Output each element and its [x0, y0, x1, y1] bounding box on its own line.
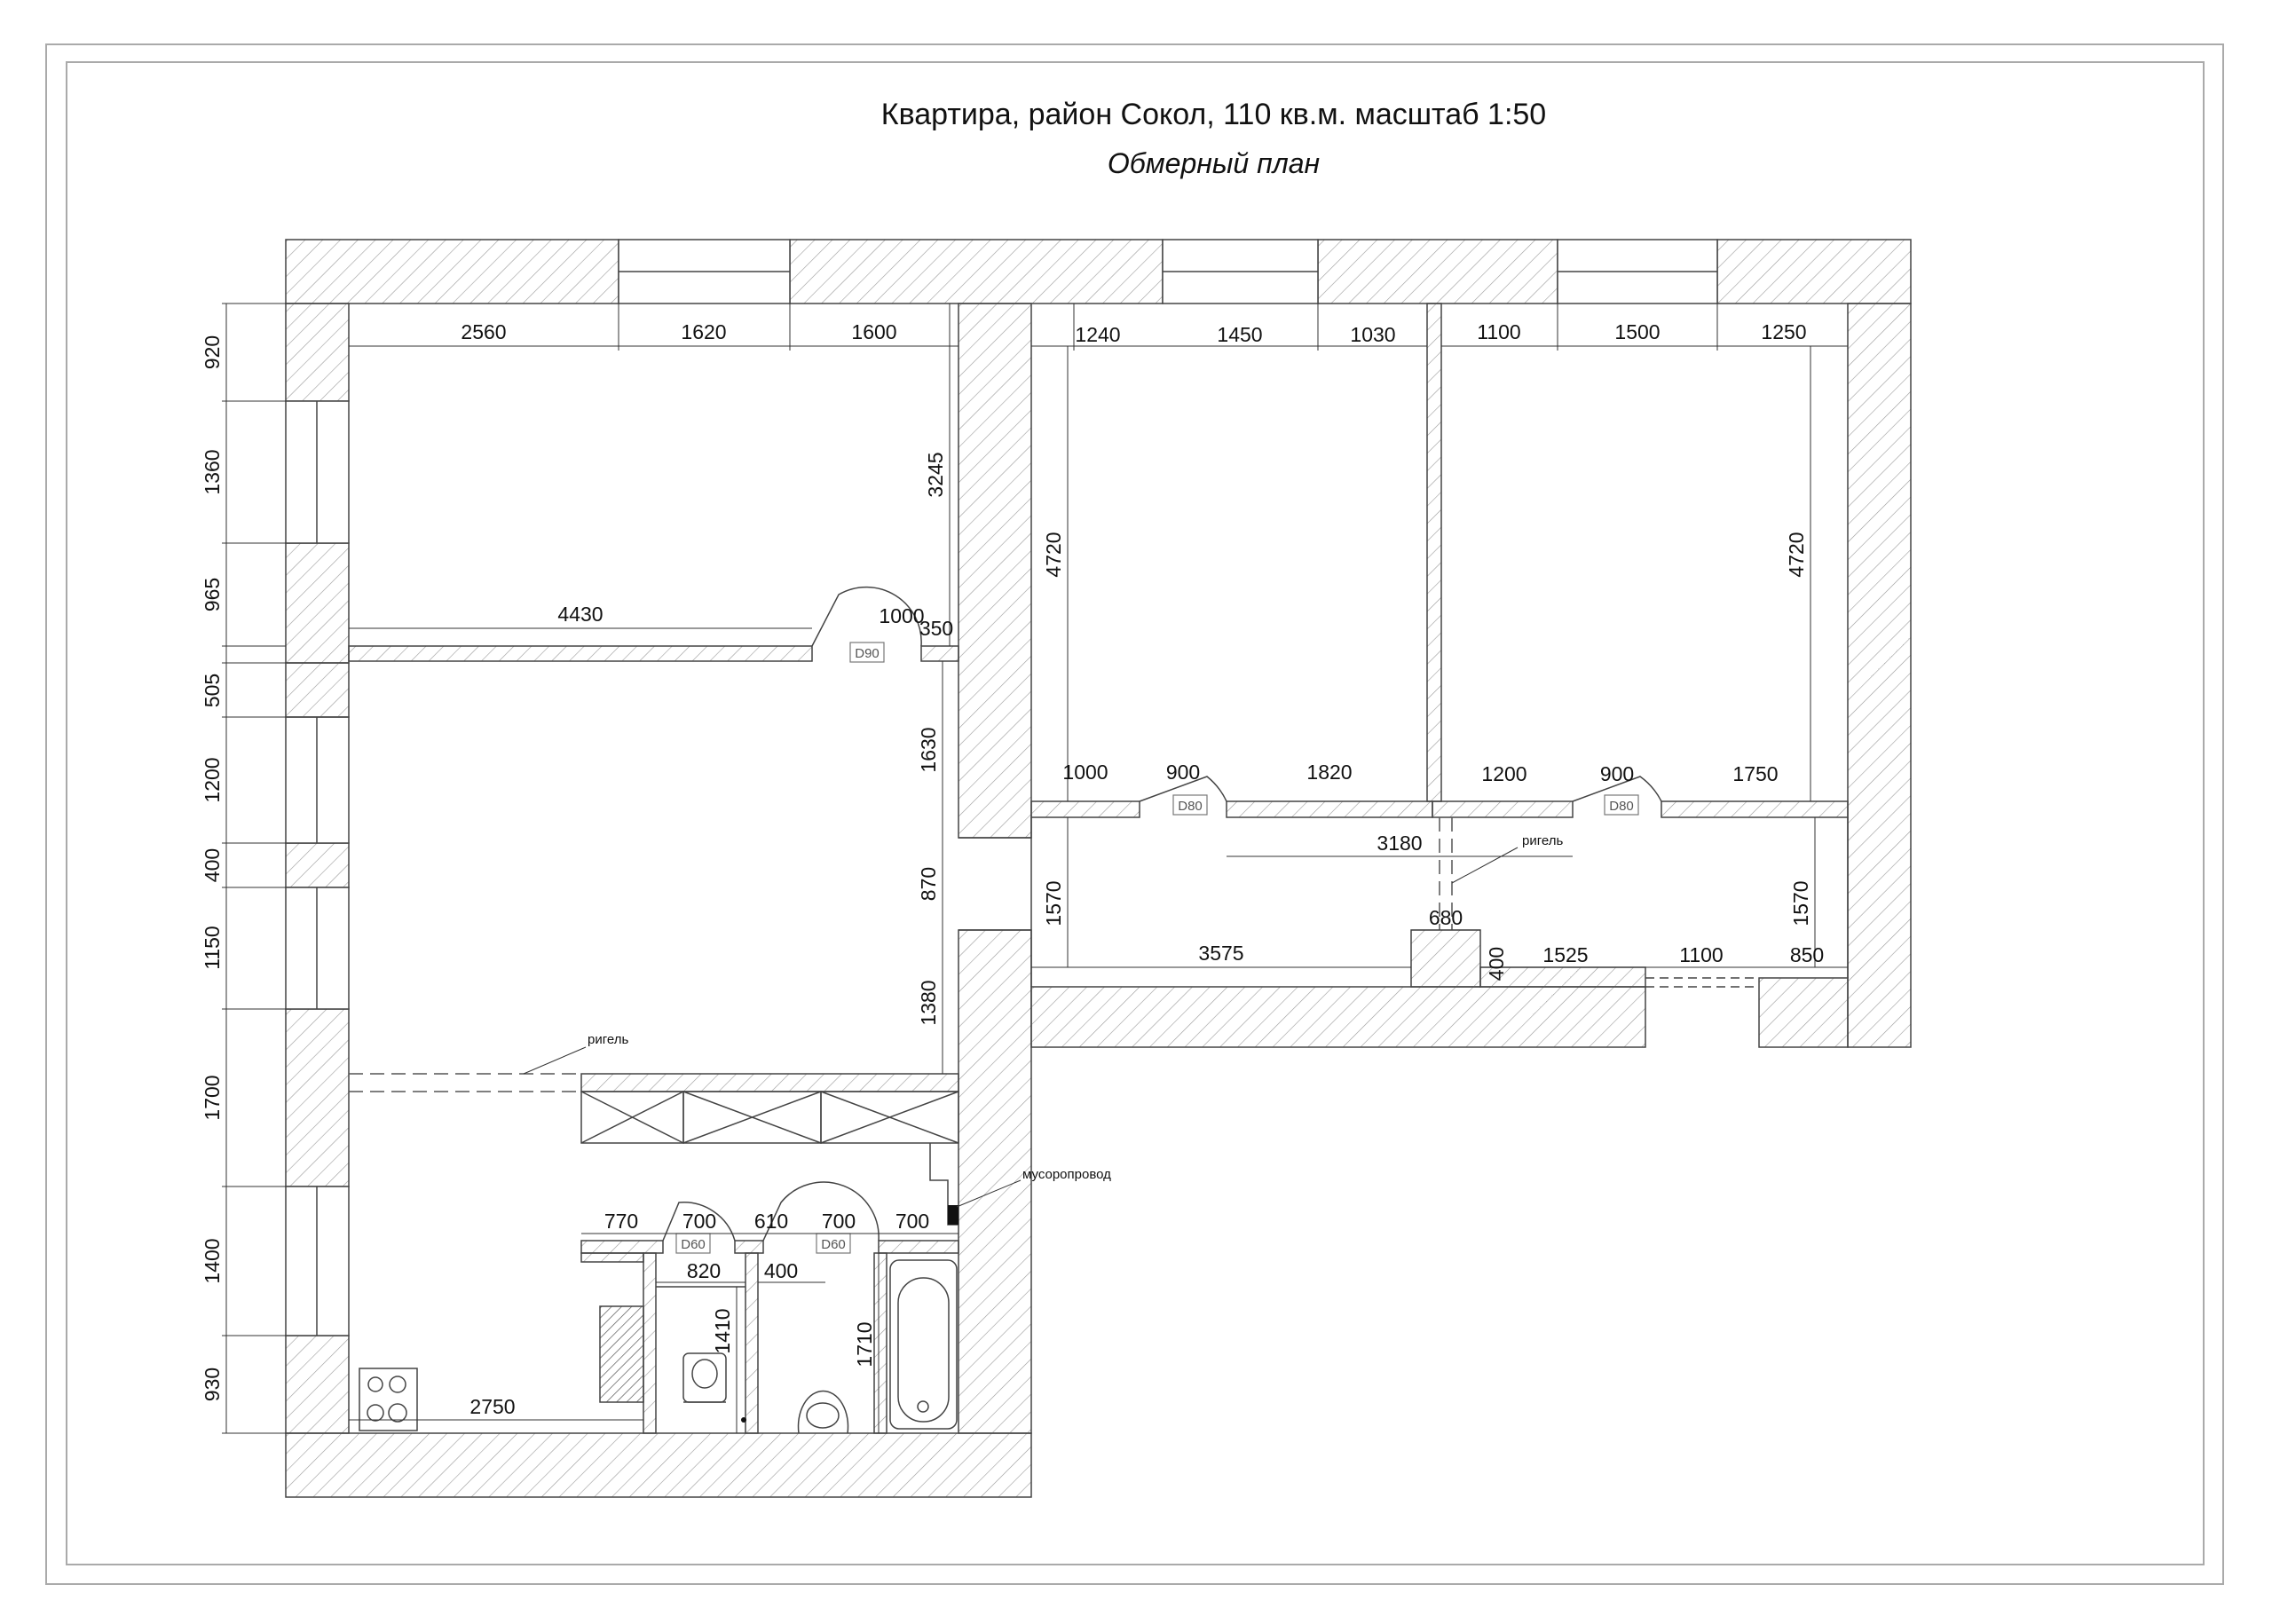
dim-bath-row-2: 700	[682, 1210, 716, 1233]
dim-top-right-1: 1100	[1477, 320, 1520, 343]
dim-corridor-right-height: 1570	[1789, 880, 1812, 926]
dim-top-left-3: 1600	[851, 320, 896, 343]
windows-left	[285, 400, 350, 1336]
kitchen-wall-cabinets	[580, 1073, 959, 1226]
note-beam-right: ригель	[1522, 833, 1563, 848]
dim-left-4: 505	[201, 674, 224, 707]
floor-drain	[741, 1417, 746, 1423]
door-swings	[662, 586, 1662, 1242]
dim-corridor-bottom-right-3: 850	[1790, 943, 1824, 966]
page-subtitle: Обмерный план	[1107, 147, 1321, 179]
dim-left-10: 930	[201, 1368, 224, 1401]
dim-wall-stub: 350	[919, 617, 953, 640]
dim-corridor-left-height: 1570	[1042, 880, 1065, 926]
dim-left-7: 1150	[201, 926, 224, 969]
dim-corridor-bottom-right-2: 1100	[1679, 943, 1723, 966]
dim-middle-bottom-2: 900	[1166, 761, 1200, 784]
dimension-lines	[222, 303, 1848, 1434]
toilet-wc	[682, 1352, 727, 1403]
dim-corridor-bottom-right-1: 1525	[1542, 943, 1588, 966]
page-title: Квартира, район Сокол, 110 кв.м. масштаб…	[880, 98, 1547, 131]
dim-bath-row-1: 770	[604, 1210, 638, 1233]
dim-left-9: 1400	[201, 1238, 224, 1283]
windows-top	[618, 239, 1718, 304]
door-tag-d80-left: D80	[1178, 799, 1203, 814]
sheet-outer-frame	[45, 43, 2224, 1585]
dim-left-3: 965	[201, 578, 224, 611]
dim-column-width: 680	[1429, 906, 1463, 929]
exterior-walls	[285, 239, 1912, 1498]
dim-top-middle-1: 1240	[1075, 323, 1120, 346]
dim-top-left-2: 1620	[681, 320, 726, 343]
dim-bath-depth: 1710	[853, 1321, 876, 1367]
dim-wc-depth: 1410	[711, 1308, 734, 1353]
window-left-sill-strip	[285, 662, 350, 718]
note-beam-left: ригель	[588, 1032, 628, 1047]
dim-top-left-1: 2560	[461, 320, 506, 343]
dim-left-5: 1200	[201, 757, 224, 802]
dim-right-bottom-2: 900	[1600, 762, 1634, 785]
dim-middle-bottom-1: 1000	[1062, 761, 1108, 784]
door-tag-d80-right: D80	[1609, 799, 1634, 814]
bathroom-block	[580, 1240, 959, 1434]
interior-walls	[348, 303, 1849, 988]
note-garbage-chute: мусоропровод	[1022, 1167, 1111, 1182]
bathtub	[889, 1259, 958, 1430]
dim-left-room-height: 3245	[924, 452, 947, 497]
garbage-chute	[948, 1205, 958, 1225]
dim-beam-span: 3180	[1377, 832, 1422, 855]
dim-bath-row-4: 700	[822, 1210, 856, 1233]
dim-corridor-bottom-left: 3575	[1198, 942, 1243, 965]
dim-corridor-opening: 870	[917, 867, 940, 901]
note-leaders	[523, 847, 1519, 1208]
dim-top-middle-2: 1450	[1217, 323, 1262, 346]
corridor-lines	[958, 817, 1849, 988]
dim-left-6: 400	[201, 848, 224, 882]
dim-left-2: 1360	[201, 449, 224, 494]
door-tag-d90: D90	[855, 646, 880, 661]
dim-middle-bottom-3: 1820	[1306, 761, 1352, 784]
dim-wc-width: 820	[687, 1259, 721, 1282]
dim-partition-length: 4430	[557, 603, 603, 626]
dim-middle-room-height: 4720	[1042, 532, 1065, 577]
dim-door-width-left: 1000	[879, 604, 924, 627]
dim-corridor-wall-1: 1630	[917, 727, 940, 772]
stove	[359, 1368, 418, 1431]
door-tag-d60-bath: D60	[821, 1237, 846, 1252]
dim-left-8: 1700	[201, 1075, 224, 1120]
dim-bath-row-3: 610	[754, 1210, 788, 1233]
dim-corridor-wall-2: 1380	[917, 980, 940, 1025]
dim-right-bottom-1: 1200	[1481, 762, 1526, 785]
dim-top-middle-3: 1030	[1350, 323, 1395, 346]
dim-right-room-height: 4720	[1785, 532, 1808, 577]
dim-bath-row-5: 700	[895, 1210, 929, 1233]
dim-top-right-3: 1250	[1761, 320, 1806, 343]
dim-niche-width: 400	[764, 1259, 798, 1282]
washbasin	[797, 1390, 849, 1434]
dim-left-1: 920	[201, 335, 224, 369]
dim-step-height: 400	[1485, 947, 1508, 981]
sheet-inner-frame	[66, 61, 2205, 1565]
dim-right-bottom-3: 1750	[1732, 762, 1778, 785]
dim-top-right-2: 1500	[1614, 320, 1660, 343]
door-tag-d60-wc: D60	[681, 1237, 706, 1252]
dim-kitchen-length: 2750	[469, 1395, 515, 1418]
beam-lines	[349, 817, 1453, 1092]
